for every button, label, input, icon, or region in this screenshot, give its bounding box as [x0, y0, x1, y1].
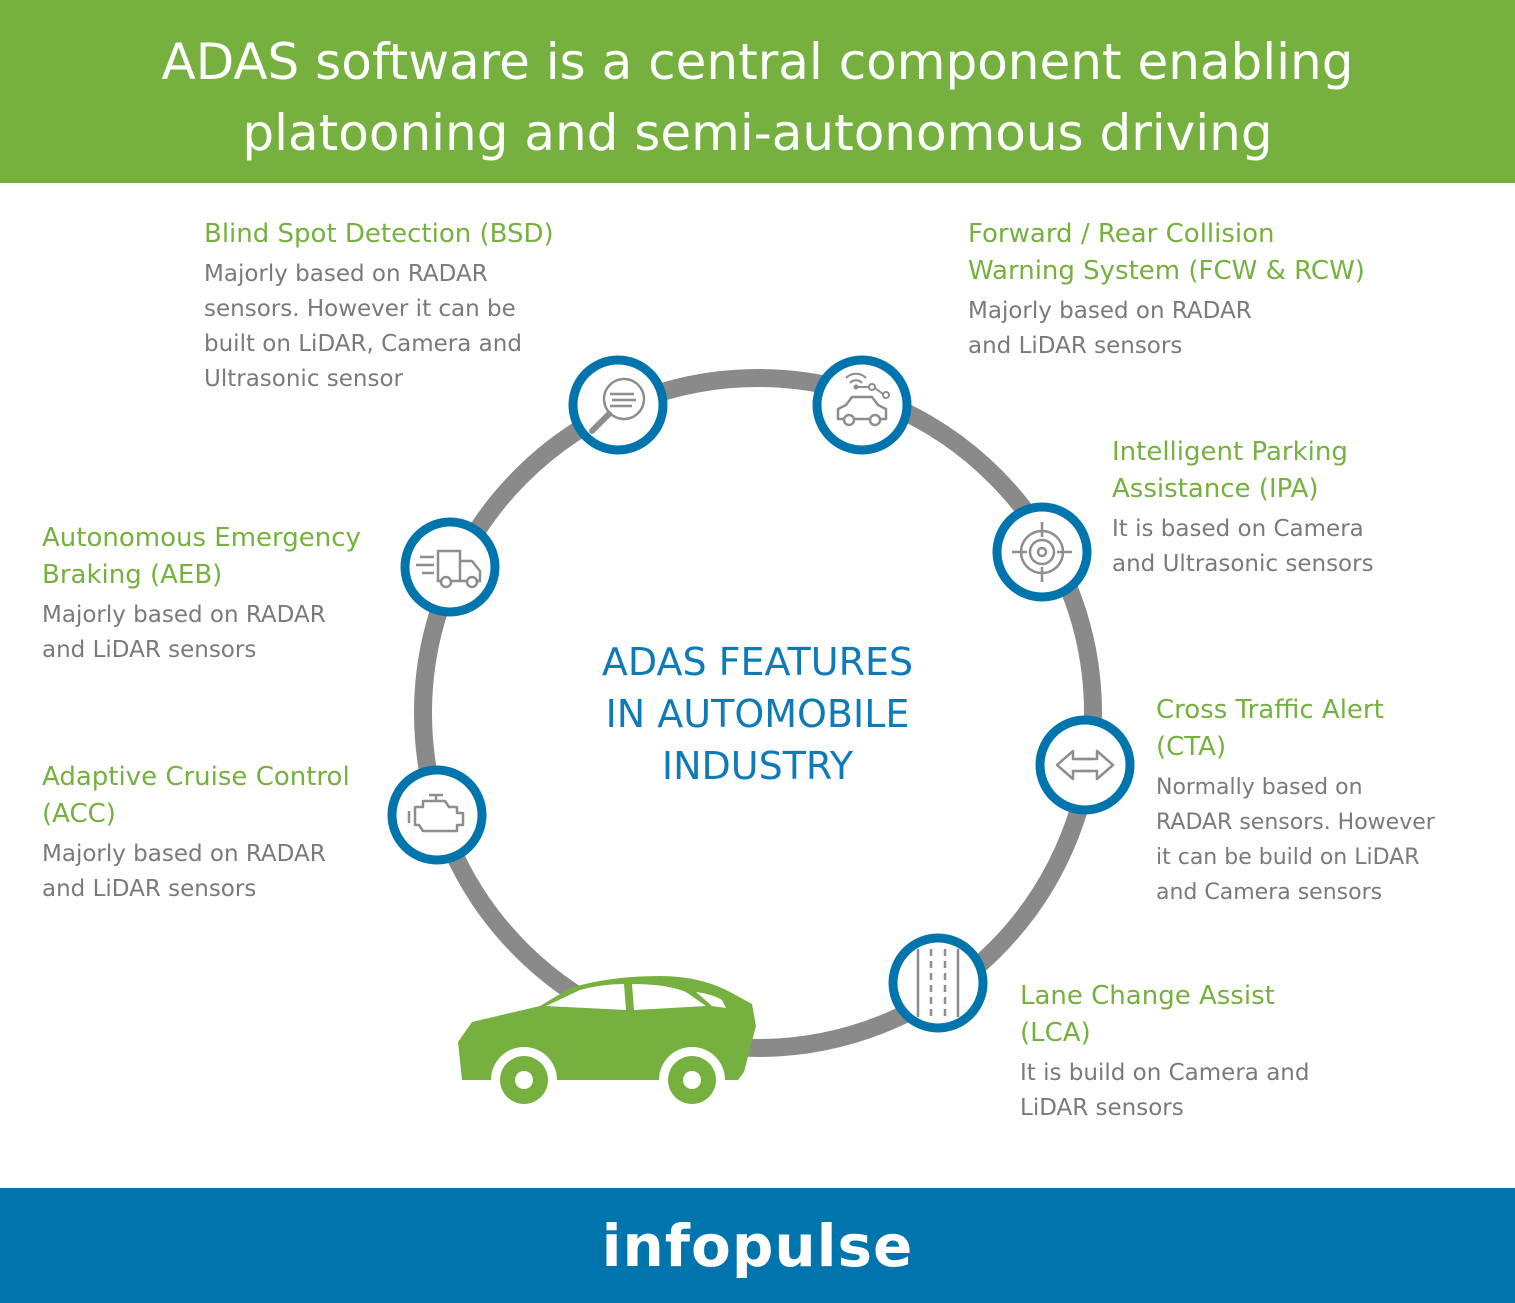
engine-icon — [387, 765, 487, 865]
feature-title: Blind Spot Detection (BSD) — [204, 216, 554, 253]
feature-description-line: It is build on Camera and — [1020, 1060, 1310, 1086]
feature-description-line: It is based on Camera — [1112, 516, 1364, 542]
feature-title: Forward / Rear Collision Warning System … — [968, 216, 1365, 290]
feature-title-line: Forward / Rear Collision — [968, 219, 1275, 249]
feature-description-line: Majorly based on RADAR — [968, 298, 1252, 324]
feature-description: It is build on Camera and LiDAR sensors — [1020, 1056, 1309, 1126]
feature-description: Majorly based on RADAR and LiDAR sensors — [42, 837, 350, 907]
feature-cta: Cross Traffic Alert (CTA) Normally based… — [1156, 692, 1435, 910]
feature-acc: Adaptive Cruise Control (ACC) Majorly ba… — [42, 759, 350, 907]
bidirectional-arrows-icon — [1035, 715, 1135, 815]
feature-title: Autonomous Emergency Braking (AEB) — [42, 520, 361, 594]
feature-description-line: and Camera sensors — [1156, 880, 1383, 905]
feature-title: Cross Traffic Alert (CTA) — [1156, 692, 1435, 766]
center-label-line: ADAS FEATURES — [601, 640, 914, 684]
feature-title-line: Lane Change Assist — [1020, 981, 1275, 1011]
center-label: ADAS FEATURES IN AUTOMOBILE INDUSTRY — [560, 636, 955, 792]
feature-description: Majorly based on RADAR and LiDAR sensors — [42, 598, 361, 668]
feature-description-line: it can be build on LiDAR — [1156, 845, 1420, 870]
feature-title: Adaptive Cruise Control (ACC) — [42, 759, 350, 833]
feature-description-line: and LiDAR sensors — [42, 876, 257, 902]
feature-title-line: Braking (AEB) — [42, 560, 223, 590]
feature-title-line: Cross Traffic Alert — [1156, 695, 1384, 725]
feature-description-line: built on LiDAR, Camera and — [204, 331, 522, 357]
header-banner: ADAS software is a central component ena… — [0, 0, 1515, 183]
magnifier-icon — [568, 355, 668, 455]
feature-title-line: (CTA) — [1156, 732, 1227, 762]
moving-truck-icon — [400, 517, 500, 617]
connected-car-icon — [812, 355, 912, 455]
feature-description-line: Majorly based on RADAR — [42, 841, 326, 867]
feature-description: It is based on Camera and Ultrasonic sen… — [1112, 512, 1374, 582]
feature-title-line: (ACC) — [42, 799, 116, 829]
header-title-line-1: ADAS software is a central component ena… — [161, 33, 1354, 91]
feature-title-line: Assistance (IPA) — [1112, 474, 1319, 504]
feature-ring — [414, 369, 1102, 1057]
footer-banner: infopulse — [0, 1188, 1515, 1303]
feature-title-line: Warning System (FCW & RCW) — [968, 256, 1365, 286]
feature-title-line: Adaptive Cruise Control — [42, 762, 350, 792]
feature-title-line: Autonomous Emergency — [42, 523, 361, 553]
feature-description-line: and Ultrasonic sensors — [1112, 551, 1374, 577]
center-label-line: INDUSTRY — [661, 744, 854, 788]
feature-description-line: and LiDAR sensors — [42, 637, 257, 663]
feature-title-line: (LCA) — [1020, 1018, 1091, 1048]
feature-title: Intelligent Parking Assistance (IPA) — [1112, 434, 1374, 508]
center-label-line: IN AUTOMOBILE — [605, 692, 910, 736]
feature-description: Majorly based on RADAR sensors. However … — [204, 257, 554, 397]
feature-bsd: Blind Spot Detection (BSD) Majorly based… — [204, 216, 554, 397]
car-illustration — [458, 976, 756, 1113]
crosshair-icon — [992, 502, 1092, 602]
feature-aeb: Autonomous Emergency Braking (AEB) Major… — [42, 520, 361, 668]
feature-description-line: Majorly based on RADAR — [42, 602, 326, 628]
feature-description-line: RADAR sensors. However — [1156, 810, 1435, 835]
feature-description: Majorly based on RADAR and LiDAR sensors — [968, 294, 1365, 364]
feature-title: Lane Change Assist (LCA) — [1020, 978, 1309, 1052]
feature-description: Normally based on RADAR sensors. However… — [1156, 770, 1435, 910]
feature-lca: Lane Change Assist (LCA) It is build on … — [1020, 978, 1309, 1126]
brand-logo: infopulse — [601, 1212, 914, 1280]
feature-title-line: Blind Spot Detection (BSD) — [204, 219, 554, 249]
header-title-line-2: platooning and semi-autonomous driving — [242, 104, 1273, 162]
feature-description-line: sensors. However it can be — [204, 296, 516, 322]
feature-description-line: and LiDAR sensors — [968, 333, 1183, 359]
feature-description-line: Ultrasonic sensor — [204, 366, 403, 392]
road-lanes-icon — [888, 933, 988, 1033]
feature-title-line: Intelligent Parking — [1112, 437, 1348, 467]
feature-fcw: Forward / Rear Collision Warning System … — [968, 216, 1365, 364]
feature-description-line: LiDAR sensors — [1020, 1095, 1184, 1121]
feature-ipa: Intelligent Parking Assistance (IPA) It … — [1112, 434, 1374, 582]
feature-description-line: Majorly based on RADAR — [204, 261, 488, 287]
feature-description-line: Normally based on — [1156, 775, 1363, 800]
